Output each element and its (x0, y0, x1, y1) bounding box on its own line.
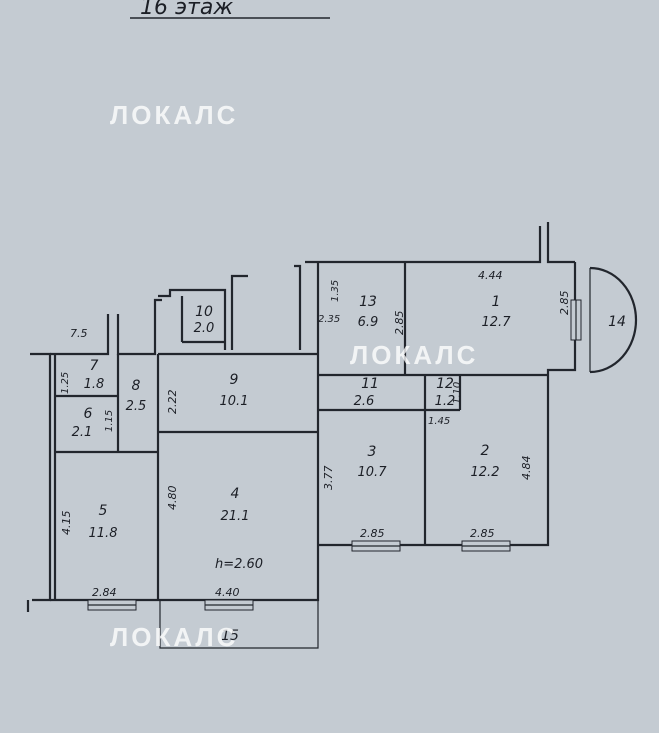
room-3-number: 3 (368, 444, 377, 460)
room-7-number: 7 (90, 358, 99, 374)
room-4-area: 21.1 (221, 509, 250, 524)
dim-1-25: 1.25 (60, 372, 71, 394)
room-5-number: 5 (99, 503, 108, 519)
dim-1-15: 1.15 (104, 410, 115, 432)
dim-2-85-room2: 2.85 (470, 527, 495, 540)
floor-title: 16 этаж (140, 0, 233, 20)
room-9-number: 9 (230, 372, 239, 388)
room-6-number: 6 (84, 406, 93, 422)
room-2-area: 12.2 (471, 465, 500, 480)
dim-2-85-room1: 2.85 (558, 291, 571, 316)
dim-1-10: 1.10 (452, 382, 463, 404)
dim-4-15: 4.15 (60, 511, 73, 536)
ceiling-height: h=2.60 (215, 557, 263, 572)
room-6-area: 2.1 (72, 425, 93, 440)
room-1-number: 1 (492, 294, 501, 310)
room-12-area: 1.2 (435, 394, 456, 409)
room-13-area: 6.9 (358, 315, 379, 330)
balcony (159, 600, 319, 649)
dim-4-84: 4.84 (520, 456, 533, 481)
room-15-number: 15 (221, 628, 239, 644)
room-11-area: 2.6 (354, 394, 375, 409)
dim-2-84: 2.84 (92, 586, 117, 599)
room-7-area: 1.8 (84, 377, 105, 392)
dim-7-5: 7.5 (70, 327, 88, 340)
room-4-number: 4 (231, 486, 240, 502)
dim-2-22: 2.22 (166, 390, 179, 415)
watermark: ЛОКАЛС (110, 100, 239, 130)
room-8-number: 8 (132, 378, 141, 394)
dimension-labels: 7.5 4.44 2.85 1.35 2.35 2.85 2.22 1.25 1… (60, 269, 571, 599)
room-10-number: 10 (195, 304, 213, 320)
room-3-area: 10.7 (358, 465, 388, 480)
room-1-area: 12.7 (482, 315, 512, 330)
room-14-number: 14 (608, 314, 626, 330)
room-8-area: 2.5 (126, 399, 147, 414)
room-11-number: 11 (361, 376, 379, 392)
dim-2-85-room3: 2.85 (360, 527, 385, 540)
room-2-number: 2 (481, 443, 490, 459)
dim-1-45: 1.45 (428, 416, 450, 427)
windows (87, 299, 582, 611)
room-13-number: 13 (359, 294, 377, 310)
dim-4-40: 4.40 (215, 586, 240, 599)
dim-2-85-room13: 2.85 (393, 311, 406, 336)
bay-window (589, 266, 638, 374)
room-labels: 1 12.7 2 12.2 3 10.7 4 21.1 5 11.8 6 2.1… (72, 294, 626, 644)
room-10-area: 2.0 (194, 321, 215, 336)
room-5-area: 11.8 (89, 526, 118, 541)
dim-2-35: 2.35 (318, 314, 340, 325)
room-12-number: 12 (436, 376, 454, 392)
watermark: ЛОКАЛС (350, 340, 479, 370)
room-9-area: 10.1 (220, 394, 249, 409)
dim-4-80: 4.80 (166, 486, 179, 511)
dim-4-44: 4.44 (478, 269, 503, 282)
dim-3-77: 3.77 (322, 466, 335, 491)
interior-walls (53, 262, 548, 600)
dim-1-35: 1.35 (330, 280, 341, 302)
watermark: ЛОКАЛС (110, 622, 239, 652)
